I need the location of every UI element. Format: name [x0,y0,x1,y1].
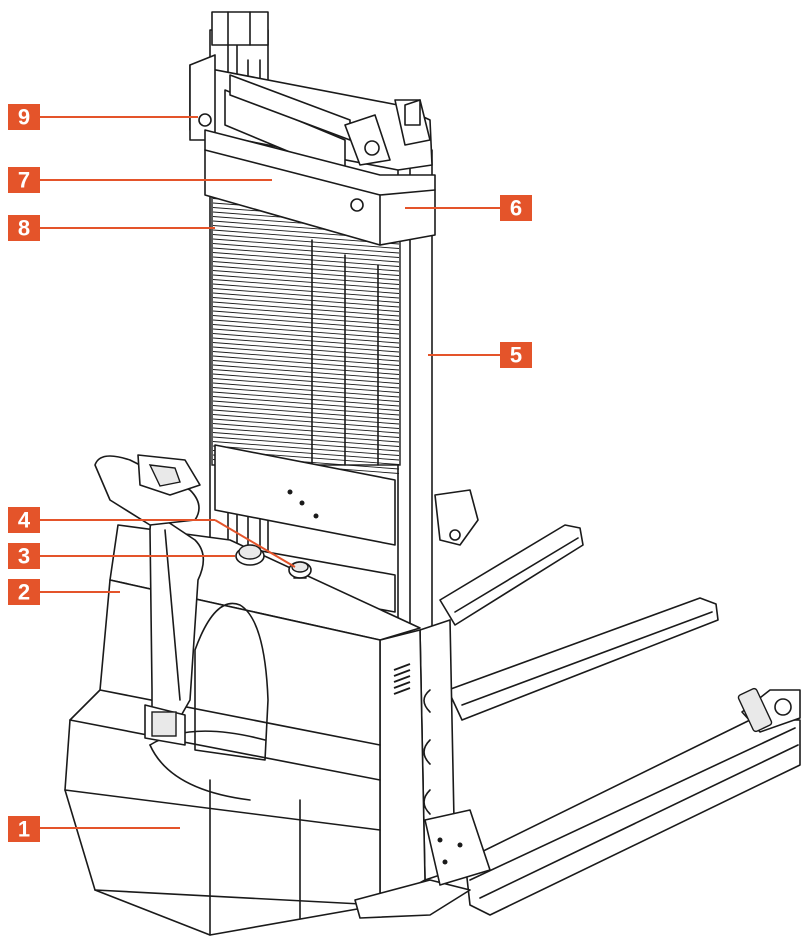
callout-label-6: 6 [510,196,522,221]
controls [235,544,312,579]
callout-label-5: 5 [510,343,522,368]
callout-marker-1: 1 [8,816,40,842]
callout-marker-6: 6 [500,195,532,221]
chassis [64,524,491,936]
callout-label-4: 4 [18,508,31,533]
callout-marker-3: 3 [8,543,40,569]
forks [439,524,801,916]
callout-label-8: 8 [18,216,30,241]
callout-label-3: 3 [18,544,30,569]
leader-lines [40,116,500,829]
callout-marker-2: 2 [8,579,40,605]
callout-label-7: 7 [18,168,30,193]
callout-label-2: 2 [18,580,30,605]
callout-marker-4: 4 [8,507,40,533]
callout-marker-5: 5 [500,342,532,368]
callout-label-9: 9 [18,105,30,130]
callout-marker-7: 7 [8,167,40,193]
callout-marker-9: 9 [8,104,40,130]
callout-label-1: 1 [18,817,30,842]
callout-marker-8: 8 [8,215,40,241]
leader-4b [214,519,296,568]
tiller-handle [94,454,205,746]
